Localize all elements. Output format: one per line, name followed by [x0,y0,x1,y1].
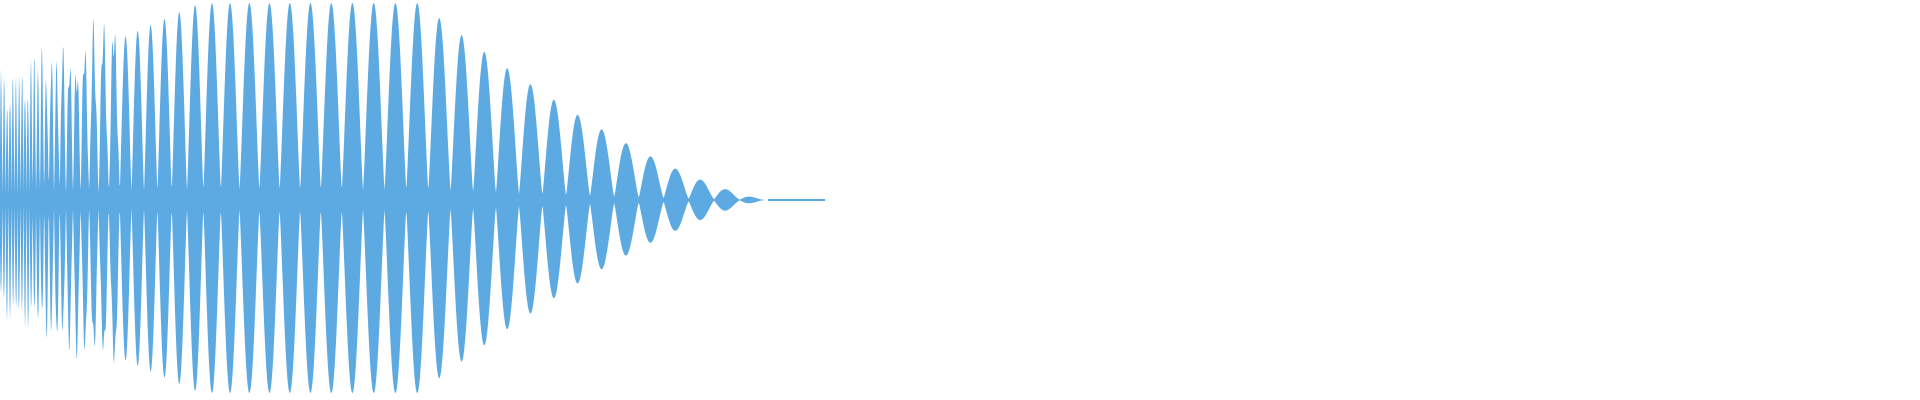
waveform-shape [0,3,770,394]
